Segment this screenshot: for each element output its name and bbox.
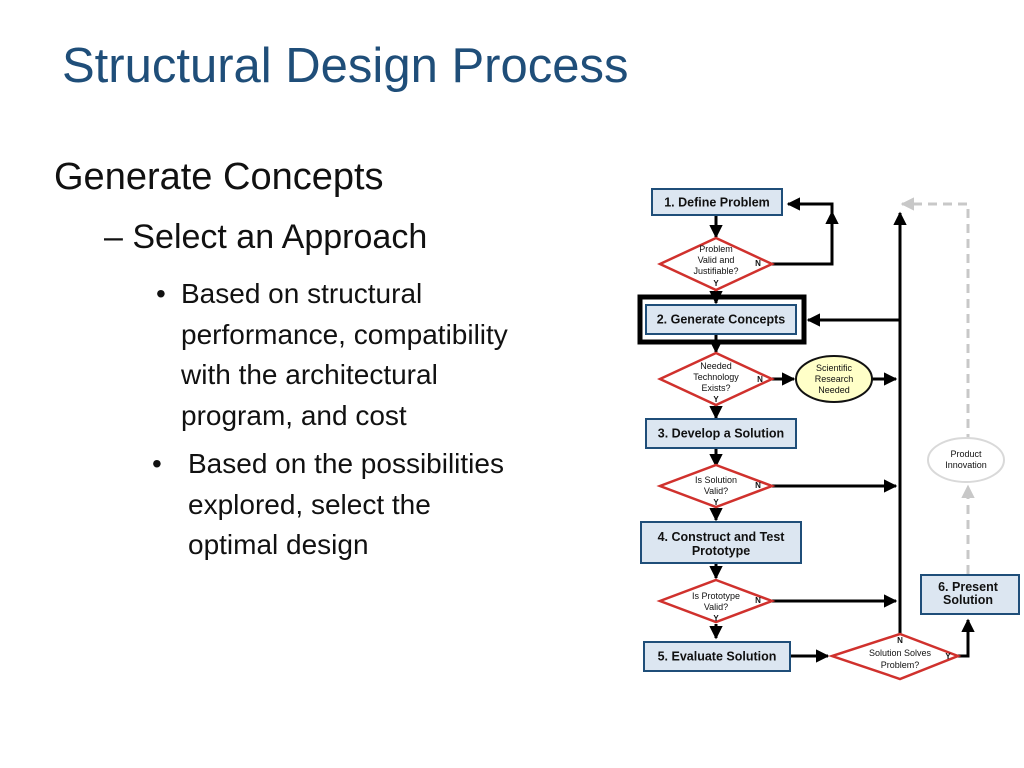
bullet1-line: with the architectural: [181, 359, 438, 390]
box-generate-concepts: 2. Generate Concepts: [645, 304, 797, 335]
decision-label: Exists?: [701, 383, 730, 393]
decision-label: Problem?: [881, 660, 920, 670]
subheading-select-approach: – Select an Approach: [104, 218, 428, 256]
innovation-feedback-path: [900, 197, 975, 574]
decision-label: Valid?: [704, 486, 728, 496]
no-label: N: [755, 259, 761, 268]
oval-label: Research: [815, 374, 854, 384]
yes-label: Y: [945, 652, 951, 661]
decision-solution-solves: Solution Solves Problem? N Y: [828, 632, 962, 681]
box-construct-label: 4. Construct and Test: [658, 530, 786, 544]
heading-generate-concepts: Generate Concepts: [54, 156, 384, 198]
bullet-dot: •: [156, 278, 166, 309]
bullet2-line: Based on the possibilities: [188, 448, 504, 479]
bullet2-line: optimal design: [188, 529, 369, 560]
box-evaluate-label: 5. Evaluate Solution: [658, 650, 777, 664]
bullet1-line: program, and cost: [181, 399, 407, 431]
box-present-label: Solution: [943, 593, 993, 607]
decision-label: Valid and: [698, 255, 735, 265]
yes-label: Y: [713, 614, 719, 623]
flow-connectors: [709, 197, 975, 663]
box-develop-solution-label: 3. Develop a Solution: [658, 427, 784, 441]
decision-solution-valid: Is Solution Valid? Y N: [656, 463, 776, 509]
decision-prototype-valid: Is Prototype Valid? Y N: [656, 578, 776, 624]
bullet1-line: performance, compatibility: [181, 318, 508, 350]
decision-label: Solution Solves: [869, 648, 932, 658]
box-construct-label: Prototype: [692, 544, 750, 558]
oval-label: Innovation: [945, 460, 987, 470]
decision-label: Problem: [699, 244, 733, 254]
box-develop-solution: 3. Develop a Solution: [645, 418, 797, 449]
box-define-problem-label: 1. Define Problem: [664, 196, 770, 210]
oval-label: Product: [950, 449, 982, 459]
current-step-highlight: [637, 294, 807, 345]
decision-label: Valid?: [704, 602, 728, 612]
yes-label: Y: [713, 498, 719, 507]
oval-product-innovation: Product Innovation: [927, 437, 1005, 483]
box-present-solution: 6. Present Solution: [920, 574, 1020, 615]
decision-label: Needed: [700, 361, 732, 371]
decision-technology-exists: Needed Technology Exists? Y N: [657, 351, 775, 407]
no-label: N: [757, 375, 763, 384]
yes-label: Y: [713, 279, 719, 288]
decision-problem-valid: Problem Valid and Justifiable? Y N: [657, 236, 775, 292]
oval-scientific-research: Scientific Research Needed: [795, 355, 873, 403]
decision-label: Is Solution: [695, 475, 737, 485]
box-define-problem: 1. Define Problem: [651, 188, 783, 216]
oval-label: Scientific: [816, 363, 853, 373]
decision-label: Is Prototype: [692, 591, 740, 601]
no-label: N: [755, 481, 761, 490]
box-construct-prototype: 4. Construct and Test Prototype: [640, 521, 802, 564]
box-present-label: 6. Present: [938, 580, 999, 594]
decision-label: Justifiable?: [693, 266, 738, 276]
bullet2-line: explored, select the: [188, 488, 431, 520]
decision-label: Technology: [693, 372, 739, 382]
oval-label: Needed: [818, 385, 850, 395]
yes-label: Y: [713, 395, 719, 404]
box-generate-concepts-label: 2. Generate Concepts: [657, 313, 786, 327]
bullet-dot: •: [152, 448, 162, 479]
slide-title: Structural Design Process: [62, 39, 629, 93]
no-label: N: [755, 596, 761, 605]
no-label: N: [897, 636, 903, 645]
box-evaluate-solution: 5. Evaluate Solution: [643, 641, 791, 672]
bullet1-line: Based on structural: [181, 278, 423, 309]
